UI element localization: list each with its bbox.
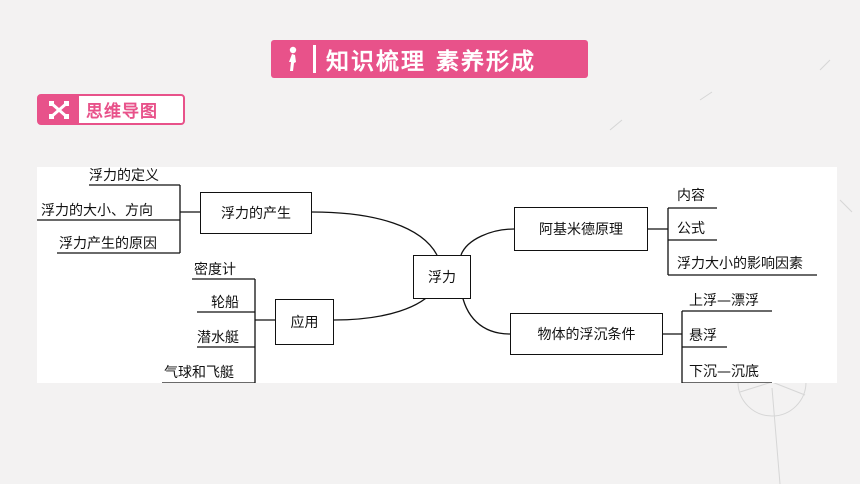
- leaf-buoyancy-definition: 浮力的定义: [89, 168, 159, 184]
- leaf-submarine: 潜水艇: [197, 330, 239, 346]
- section-title: 思维导图: [86, 102, 158, 122]
- leaf-buoyancy-cause: 浮力产生的原因: [59, 236, 157, 252]
- mind-map: 浮力 浮力的产生 应用 阿基米德原理 物体的浮沉条件 浮力的定义 浮力的大小、方…: [37, 167, 837, 383]
- banner-divider: [313, 45, 316, 73]
- branch-archimedes: 阿基米德原理: [514, 207, 648, 251]
- section-banner: 知识梳理 素养形成: [271, 40, 588, 78]
- leaf-buoyancy-magnitude-direction: 浮力的大小、方向: [41, 203, 153, 219]
- branch-application: 应用: [275, 299, 334, 345]
- leaf-hydrometer: 密度计: [194, 262, 236, 278]
- branch-generation: 浮力的产生: [200, 192, 312, 234]
- leaf-ship: 轮船: [211, 295, 239, 311]
- branch-float-sink-conditions: 物体的浮沉条件: [510, 313, 663, 355]
- leaf-formula: 公式: [677, 221, 705, 237]
- cross-arrows-icon: [39, 96, 79, 123]
- mindmap-section-label: 思维导图: [37, 94, 185, 125]
- leaf-sink: 下沉—沉底: [689, 364, 759, 380]
- center-node: 浮力: [413, 255, 471, 299]
- person-icon: [271, 40, 313, 78]
- mind-map-connectors: [37, 184, 817, 383]
- leaf-balloon-airship: 气球和飞艇: [164, 365, 234, 381]
- banner-title: 知识梳理 素养形成: [326, 49, 537, 75]
- leaf-suspend: 悬浮: [689, 328, 717, 344]
- leaf-influencing-factors: 浮力大小的影响因素: [677, 256, 803, 272]
- leaf-rise-float: 上浮—漂浮: [689, 293, 759, 309]
- leaf-content: 内容: [677, 188, 705, 204]
